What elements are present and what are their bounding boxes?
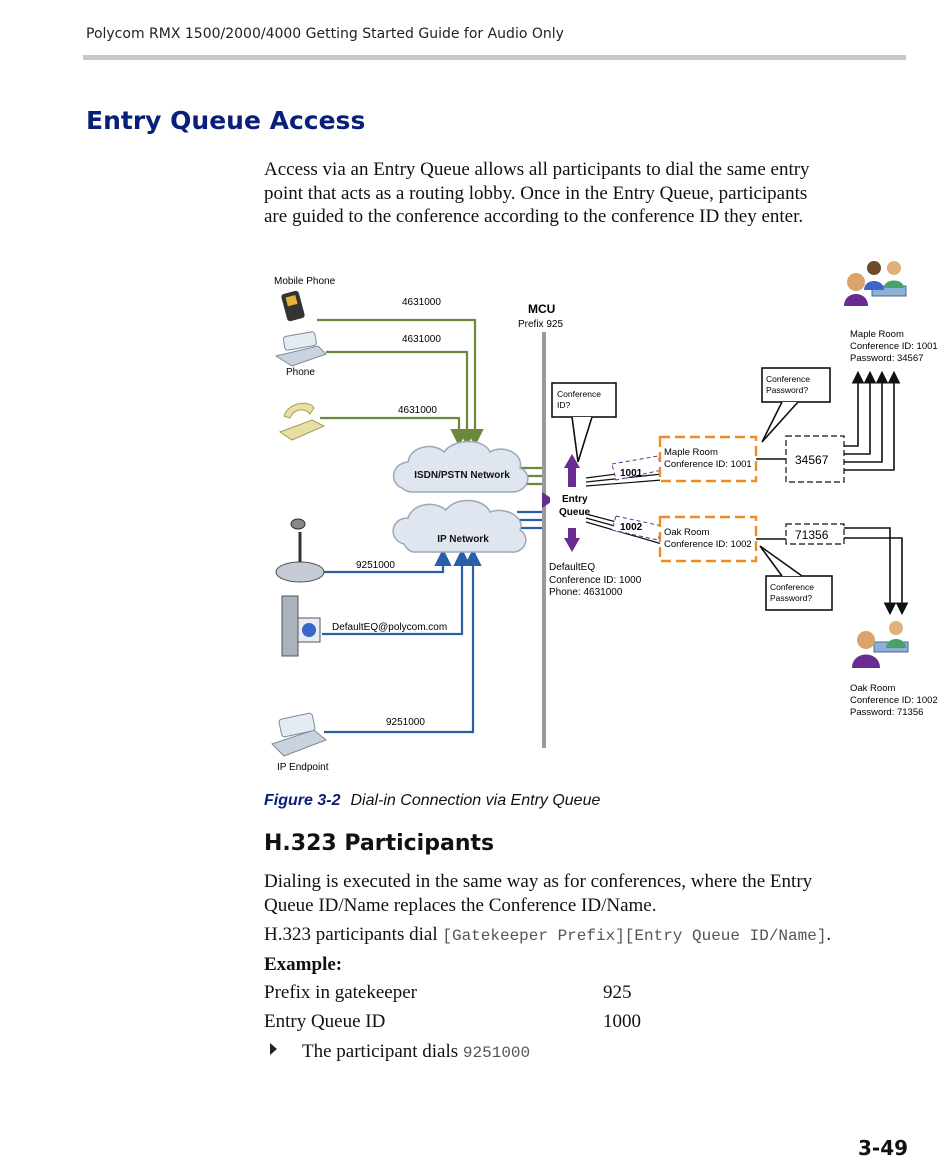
bullet-code: 9251000 (462, 1044, 531, 1062)
password-box-maple: 34567 (756, 435, 845, 483)
video-endpoint-icon (281, 595, 321, 657)
example-value: 925 (603, 982, 632, 1003)
ip-cloud: IP Network (392, 499, 527, 553)
example-row: Prefix in gatekeeper 925 (264, 982, 632, 1004)
analog-phone-icon (278, 402, 326, 441)
room-text: Oak Room (850, 683, 895, 694)
maple-room-people-icon (844, 261, 907, 306)
bubble-text: ID? (557, 400, 571, 410)
bubble-text: Conference (557, 389, 601, 399)
example-row: Entry Queue ID 1000 (264, 1011, 641, 1033)
mobile-phone-icon (281, 290, 305, 322)
conference-box-text: Conference ID: 1001 (664, 459, 752, 470)
room-text: Password: 34567 (850, 353, 923, 364)
paragraph-dial-format: H.323 participants dial [Gatekeeper Pref… (264, 923, 904, 949)
header-rule (83, 55, 906, 60)
dial-address: DefaultEQ@polycom.com (332, 622, 447, 633)
mcu-title: MCU (528, 302, 555, 316)
paragraph-dialing: Dialing is executed in the same way as f… (264, 870, 904, 917)
mobile-phone-label: Mobile Phone (274, 276, 336, 287)
conference-phone-icon (275, 518, 325, 583)
route-label: 1002 (620, 522, 643, 533)
password-value: 34567 (795, 453, 829, 467)
phone-label: Phone (286, 367, 315, 378)
dial-number: 9251000 (356, 560, 395, 571)
oak-conference-box (658, 515, 758, 563)
entry-queue-label: Queue (559, 507, 591, 518)
desk-phone-icon (274, 331, 327, 367)
example-key: Prefix in gatekeeper (264, 982, 417, 1003)
room-text: Password: 71356 (850, 707, 923, 718)
isdn-label: ISDN/PSTN Network (414, 470, 510, 481)
dial-number: 4631000 (398, 405, 437, 416)
dial-number: 9251000 (386, 717, 425, 728)
ip-phone-icon (271, 712, 327, 757)
dial-format-code: [Gatekeeper Prefix][Entry Queue ID/Name] (442, 927, 827, 945)
bubble-text: Password? (766, 385, 808, 395)
route-1002: 1002 (611, 515, 663, 541)
maple-conference-box (658, 435, 758, 483)
default-eq-text: DefaultEQ (549, 562, 595, 573)
page-number: 3-49 (858, 1136, 909, 1160)
dial-format-text: H.323 participants dial (264, 924, 443, 945)
paragraph-line: Dialing is executed in the same way as f… (264, 871, 813, 892)
room-text: Maple Room (850, 329, 904, 340)
conference-box-text: Oak Room (664, 527, 709, 538)
dial-in-diagram: ISDN/PSTN Network IP Network Mobile Phon… (271, 261, 938, 773)
route-label: 1001 (620, 468, 643, 479)
password-value: 71356 (795, 528, 829, 542)
ip-endpoint-label: IP Endpoint (277, 762, 329, 773)
entry-queue-label: Entry (562, 494, 588, 505)
entry-queue-node: Entry Queue (542, 454, 591, 552)
figure-number: Figure 3-2 (264, 792, 341, 809)
route-1001: 1001 (611, 455, 663, 481)
password-box-oak: 71356 (756, 523, 845, 545)
dial-number: 4631000 (402, 297, 441, 308)
isdn-cloud: ISDN/PSTN Network (393, 440, 529, 493)
dial-number: 4631000 (402, 334, 441, 345)
room-arrows (844, 370, 909, 616)
intro-line: point that acts as a routing lobby. Once… (264, 182, 808, 204)
room-text: Conference ID: 1002 (850, 695, 938, 706)
bullet-text: The participant dials (302, 1041, 463, 1062)
intro-line: Access via an Entry Queue allows all par… (264, 159, 810, 180)
example-label: Example: (264, 954, 343, 975)
intro-paragraph: Access via an Entry Queue allows all par… (264, 158, 904, 229)
default-eq-text: Phone: 4631000 (549, 587, 623, 598)
default-eq-text: Conference ID: 1000 (549, 575, 642, 586)
bubble-text: Conference (770, 582, 814, 592)
oak-room-people-icon (852, 621, 909, 668)
section-title: Entry Queue Access (86, 106, 366, 135)
bullet-arrow-icon (270, 1043, 277, 1055)
example-key: Entry Queue ID (264, 1011, 386, 1032)
dial-format-end: . (826, 924, 832, 945)
subsection-title: H.323 Participants (264, 831, 495, 856)
bubble-text: Password? (770, 593, 812, 603)
conference-id-bubble: Conference ID? (551, 382, 617, 463)
intro-line: are guided to the conference according t… (264, 206, 804, 227)
example-value: 1000 (603, 1011, 641, 1032)
running-header: Polycom RMX 1500/2000/4000 Getting Start… (86, 26, 564, 42)
password-bubble-bottom: Conference Password? (759, 545, 833, 611)
figure-title: Dial-in Connection via Entry Queue (350, 792, 601, 809)
room-text: Conference ID: 1001 (850, 341, 938, 352)
ip-network-label: IP Network (437, 534, 489, 545)
password-bubble-top: Conference Password? (761, 367, 831, 443)
mcu-prefix: Prefix 925 (518, 319, 563, 330)
paragraph-line: Queue ID/Name replaces the Conference ID… (264, 894, 657, 916)
conference-box-text: Conference ID: 1002 (664, 539, 752, 550)
bubble-text: Conference (766, 374, 810, 384)
figure-caption: Figure 3-2 Dial-in Connection via Entry Q… (264, 792, 600, 810)
bullet-item: The participant dials 9251000 (270, 1041, 530, 1063)
conference-box-text: Maple Room (664, 447, 718, 458)
